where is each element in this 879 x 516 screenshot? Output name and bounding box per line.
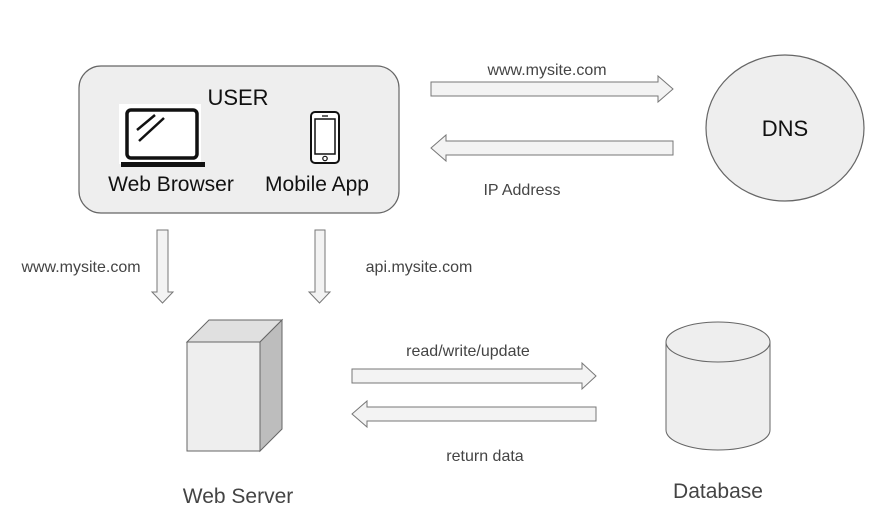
mobile-app-label: Mobile App xyxy=(265,173,369,196)
arrow-dns-to-user xyxy=(430,133,674,163)
laptop-icon xyxy=(119,104,205,167)
server-icon xyxy=(185,318,284,453)
arrow-database-to-server xyxy=(351,399,597,429)
arrow-server-to-database xyxy=(351,361,597,391)
dns-node: DNS xyxy=(705,54,865,202)
arrow-user-to-dns xyxy=(430,74,674,104)
database-cylinder-icon xyxy=(665,321,771,451)
user-group-title: USER xyxy=(207,85,268,110)
app-request-label: api.mysite.com xyxy=(366,259,473,276)
mobile-phone-icon xyxy=(310,111,340,164)
arrow-browser-to-server xyxy=(150,229,175,304)
dns-circle xyxy=(705,54,865,202)
browser-request-label: www.mysite.com xyxy=(20,259,140,276)
dns-request-label: www.mysite.com xyxy=(486,62,606,79)
database-label: Database xyxy=(673,480,763,503)
database-request-label: read/write/update xyxy=(406,343,530,360)
dns-response-label: IP Address xyxy=(483,182,560,199)
user-group: USER Web Browser Mobile App xyxy=(78,65,400,214)
arrow-app-to-server xyxy=(307,229,332,304)
dns-label: DNS xyxy=(762,116,808,141)
database-response-label: return data xyxy=(446,448,523,465)
web-server-node: Web Server xyxy=(183,318,294,508)
database-node: Database xyxy=(665,321,771,503)
user-group-box xyxy=(78,65,400,214)
web-server-label: Web Server xyxy=(183,485,294,508)
web-browser-label: Web Browser xyxy=(108,173,234,196)
